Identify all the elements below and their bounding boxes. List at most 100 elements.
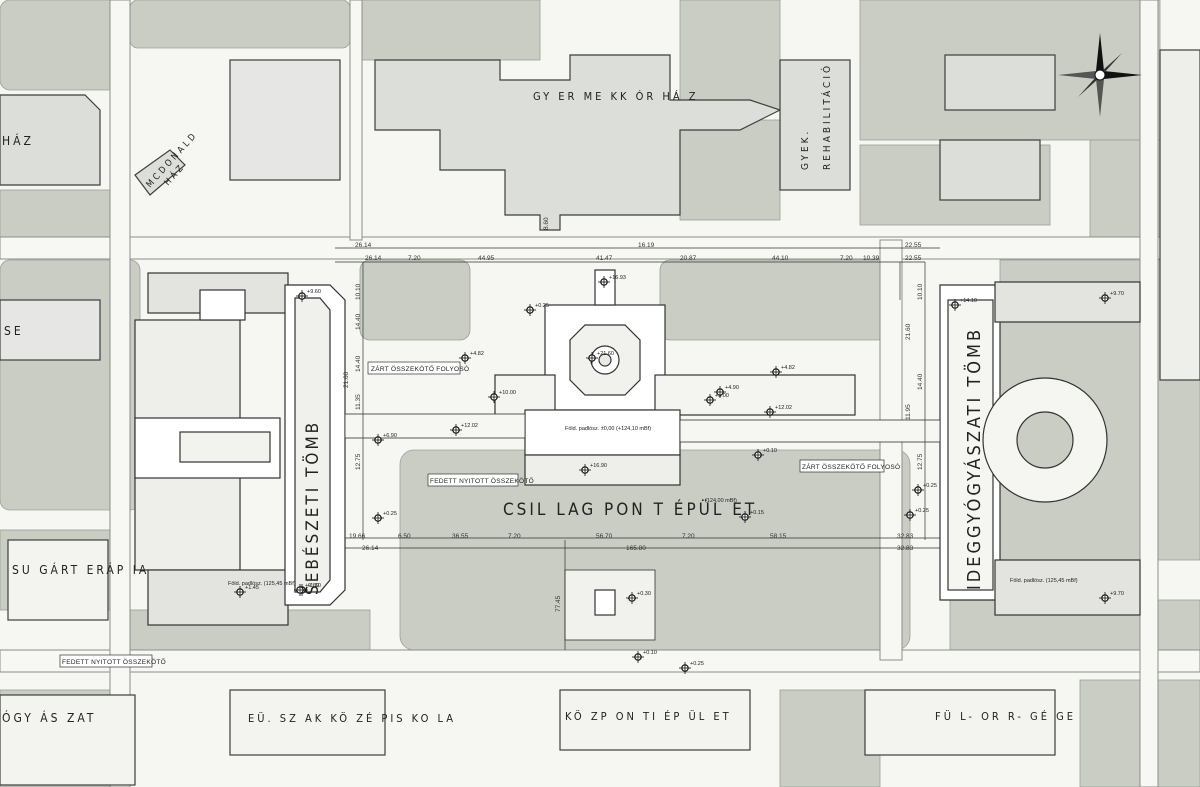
dim-top-12: 8.60	[543, 217, 550, 230]
label-ful-orr-gege: FÜ L- OR R- GÉ GE	[935, 710, 1076, 723]
dim-top-4: 41.47	[596, 255, 613, 262]
dim-vert-8: 21.60	[905, 323, 912, 340]
spot-level-marker: +1.45	[234, 585, 259, 598]
dim-top-9: 22.55	[905, 242, 922, 249]
spot-level-marker: +0.25	[524, 303, 549, 316]
dim-vert-1: 14.40	[355, 313, 362, 330]
dim-bottom-0: 19.66	[349, 533, 366, 540]
spot-level-marker: +4.82	[770, 365, 795, 378]
connector-label-zart-right: ZÁRT ÖSSZEKÖTŐ FOLYOSÓ	[799, 459, 900, 473]
floor-note-center: Föld. padlósz. ±0,00 (+124,10 mBf)	[565, 426, 651, 432]
spot-level-marker: +4.90	[714, 385, 739, 398]
spot-level-marker: +0.25	[912, 483, 937, 496]
dim-bottom-4: 7.20	[508, 533, 521, 540]
label-ideggyogyaszati-tomb: IDEGGYÓGYÁSZATI TÖMB	[963, 327, 985, 590]
spot-level-label: +0.10	[763, 448, 777, 454]
spot-level-label: +4.90	[725, 385, 739, 391]
spot-level-label: +12.02	[775, 405, 792, 411]
label-gyogyaszat: ÓGY ÁS ZAT	[2, 710, 96, 725]
dim-vert-3: 11.35	[355, 394, 362, 410]
dim-vert-4: 21.60	[343, 371, 350, 388]
label-gyek-line1: GYEK.	[800, 129, 811, 170]
spot-level-marker: +4.82	[459, 351, 484, 364]
spot-level-label: +0.25	[535, 303, 549, 309]
spot-level-label: +10.00	[499, 390, 516, 396]
dim-bottom-9: 32.83	[897, 545, 914, 552]
dim-top-0: 26.14	[355, 242, 372, 249]
spot-level-marker: +0.25	[679, 661, 704, 674]
spot-level-marker: +9.60	[296, 289, 321, 302]
spot-level-marker: +0.10	[632, 650, 657, 663]
spot-level-marker: +9.70	[1099, 291, 1124, 304]
spot-level-marker: +14.10	[949, 298, 977, 311]
spot-level-marker: +9.70	[1099, 591, 1124, 604]
floor-note-south: (124,00 mBf)	[705, 498, 737, 504]
spot-level-label: +0.25	[383, 511, 397, 517]
dim-bottom-8: 32.83	[897, 533, 914, 540]
spot-level-label: +16.90	[590, 463, 607, 469]
dim-top-2: 7.20	[408, 255, 421, 262]
spot-level-label: +0.25	[923, 483, 937, 489]
spot-level-label: +14.10	[960, 298, 977, 304]
dim-top-6: 44.10	[772, 255, 789, 262]
floor-note-right: Föld. padlósz. (125,45 mBf)	[1010, 578, 1078, 584]
dim-vert-10: 11.95	[905, 404, 912, 420]
svg-text:ZÁRT ÖSSZEKÖTŐ FOLYOSÓ: ZÁRT ÖSSZEKÖTŐ FOLYOSÓ	[371, 364, 469, 373]
dim-top-5: 20.87	[680, 255, 697, 262]
label-haz-left: HÁZ	[2, 133, 34, 148]
spot-level-label: +5.00	[715, 393, 729, 399]
dim-top-8: 10.39	[863, 255, 880, 262]
dim-bottom-5: 56.70	[596, 533, 613, 540]
connector-label-zart-left: ZÁRT ÖSSZEKÖTŐ FOLYOSÓ	[367, 361, 469, 375]
label-gyek-line2: REHABILITÁCIÓ	[820, 63, 833, 170]
spot-level-label: +0.25	[690, 661, 704, 667]
spot-level-marker: +12.02	[764, 405, 792, 418]
label-kozponti-epulet: KÖ ZP ON TI ÉP ÜL ET	[565, 710, 732, 723]
connector-label-fedett-center: FEDETT NYITOTT ÖSSZEKÖTŐ	[427, 473, 534, 487]
spot-level-label: +21.60	[597, 351, 614, 357]
sebeszeti-tomb-building	[134, 272, 346, 626]
spot-level-marker: +16.93	[598, 275, 626, 288]
dim-bottom-6: 7.20	[682, 533, 695, 540]
connector-label-fedett-left: FEDETT NYITOTT ÖSSZEKÖTŐ	[59, 654, 166, 668]
label-se-left: SE	[4, 324, 24, 338]
spot-level-label: +9.60	[305, 583, 319, 589]
spot-level-label: +0.25	[915, 508, 929, 514]
north-arrow-compass-icon	[1058, 33, 1142, 117]
spot-level-marker: +0.10	[752, 448, 777, 461]
spot-level-marker: +12.02	[450, 423, 478, 436]
csillagpont-building	[344, 269, 941, 641]
dim-top-7: 7.20	[840, 255, 853, 262]
dimension-lines	[335, 247, 940, 650]
dim-vert-2: 14.40	[355, 355, 362, 372]
label-sebeszeti-tomb: SEBÉSZETI TÖMB	[301, 420, 323, 595]
dim-bottom-2: 6.50	[398, 533, 411, 540]
label-csillagpont: CSIL LAG PON T ÉPÜL ET	[503, 498, 757, 520]
label-eu-szakkozepiskola: EÜ. SZ AK KÖ ZÉ PIS KO LA	[248, 712, 456, 725]
spot-level-marker: +6.90	[372, 433, 397, 446]
dim-vert-6: 14.40	[917, 373, 924, 390]
spot-level-markers: +9.60+1.60+16.93+4.82+0.25+10.00+21.60+1…	[234, 275, 1124, 674]
spot-level-marker: +9.60	[294, 583, 319, 596]
svg-text:FEDETT NYITOTT ÖSSZEKÖTŐ: FEDETT NYITOTT ÖSSZEKÖTŐ	[62, 657, 166, 666]
spot-level-label: +9.70	[1110, 291, 1124, 297]
spot-level-label: +12.02	[461, 423, 478, 429]
dim-bottom-10: 165.80	[626, 545, 646, 552]
dim-vert-9: 12.75	[917, 453, 924, 470]
spot-level-marker: +0.30	[626, 591, 651, 604]
spot-level-marker: +0.25	[372, 511, 397, 524]
dim-top-10: 22.55	[905, 255, 922, 262]
label-sugarterapia: SU GÁRT ERÁP IA	[12, 562, 149, 577]
dim-vert-7: 10.10	[917, 283, 924, 300]
spot-level-marker: +5.00	[704, 393, 729, 406]
spot-level-label: +0.15	[750, 510, 764, 516]
spot-level-label: +16.93	[609, 275, 626, 281]
floor-note-left: Föld. padlósz. (125,45 mBf)	[228, 581, 296, 587]
ideggyogyaszati-tomb-building	[939, 281, 1141, 616]
spot-level-marker: +0.25	[904, 508, 929, 521]
spot-level-marker: +0.15	[739, 510, 764, 523]
dim-top-1: 26.14	[365, 255, 382, 262]
dim-bottom-3: 36.55	[452, 533, 469, 540]
